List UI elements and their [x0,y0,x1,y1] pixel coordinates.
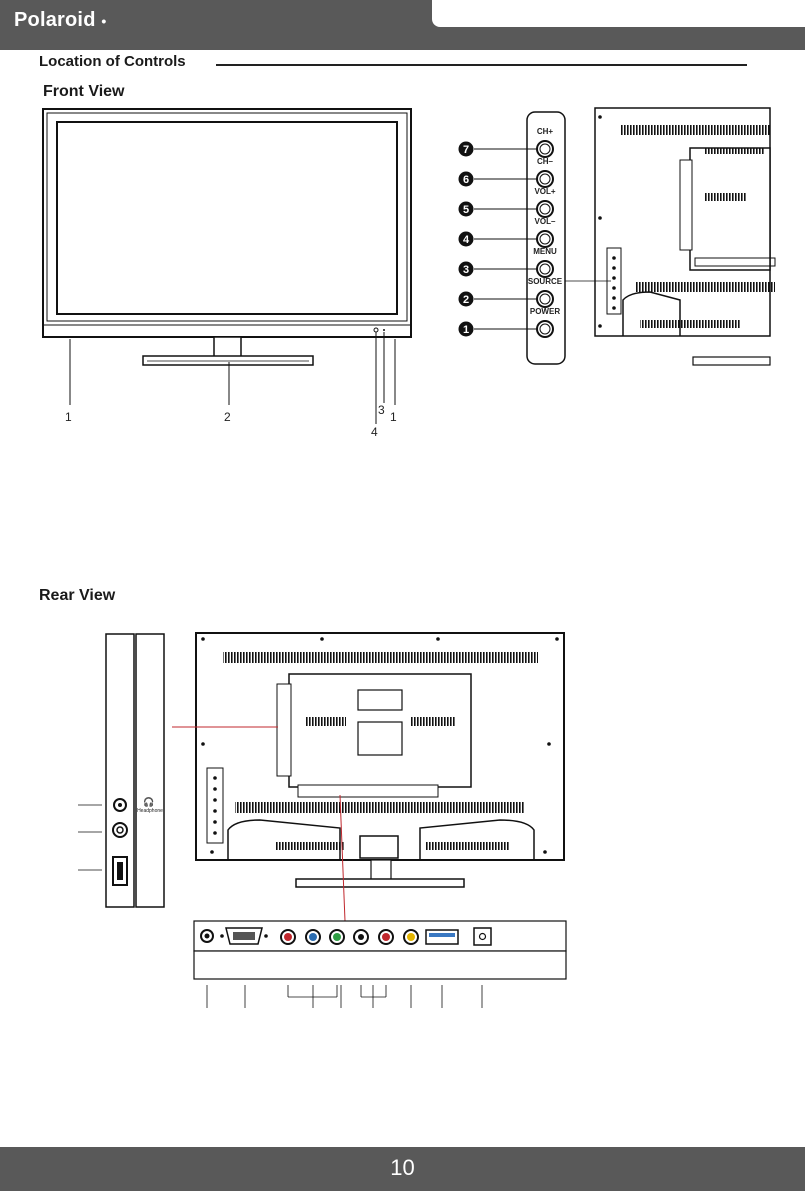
front-tv [43,109,411,424]
panel-button-number: 5 [463,204,469,216]
panel-button-number: 6 [463,174,469,186]
button-circle-icon [537,171,553,187]
panel-button-label: CH– [537,157,554,166]
headphone-label: Headphone [137,808,163,814]
rear-tv [196,633,564,887]
rear-partial-view [565,108,775,365]
button-circle-icon [537,141,553,157]
panel-button-menu: MENU 3 [459,247,557,277]
button-circle-icon [537,261,553,277]
front-callout-1: 1 [65,410,72,424]
panel-button-power: POWER 1 [459,307,561,337]
panel-button-source: SOURCE 2 [459,277,563,307]
panel-button-number: 3 [463,264,469,276]
panel-button-label: SOURCE [528,277,563,286]
front-callout-2: 2 [224,410,231,424]
front-callout-4: 4 [371,425,378,439]
panel-button-label: VOL+ [534,187,555,196]
panel-button-number: 2 [463,294,469,306]
panel-button-label: MENU [533,247,557,256]
button-circle-icon [537,231,553,247]
side-jack-panel: 🎧 Headphone [78,634,164,907]
panel-button-vol-plus: VOL+ 5 [459,187,556,217]
panel-button-label: CH+ [537,127,554,136]
button-circle-icon [537,321,553,337]
panel-button-number: 1 [463,324,469,336]
panel-button-number: 7 [463,144,469,156]
panel-button-vol-minus: VOL– 4 [459,217,556,247]
button-circle-icon [537,291,553,307]
panel-button-number: 4 [463,234,470,246]
remote-sensor-icon [383,329,385,331]
headphone-icon: 🎧 [143,796,154,808]
front-callout-3: 3 [378,403,385,417]
button-circle-icon [537,201,553,217]
connector-leaders [207,985,482,1008]
front-callout-1b: 1 [390,410,397,424]
page-number: 10 [0,1155,805,1181]
panel-button-label: VOL– [535,217,556,226]
connector-strip [194,921,566,979]
panel-button-label: POWER [530,307,560,316]
